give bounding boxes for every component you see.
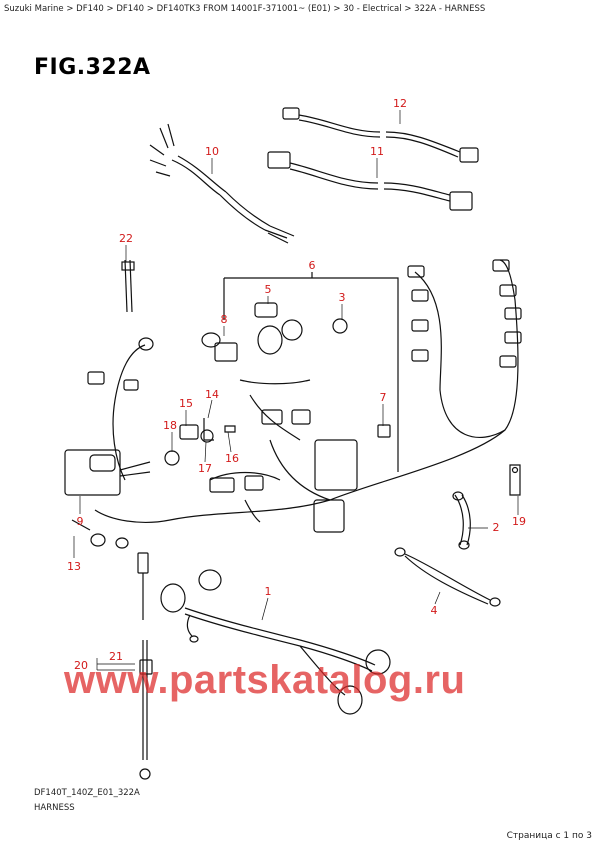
diagram-drawing [64,107,522,780]
part-11-harness[interactable] [267,151,473,211]
callout-15[interactable]: 15 [179,397,193,410]
breadcrumb-item-brand[interactable]: Suzuki Marine [4,4,64,14]
callout-16[interactable]: 16 [225,452,239,465]
callout-2[interactable]: 2 [493,521,500,534]
part-10-harness[interactable] [149,123,295,244]
callout-10[interactable]: 10 [205,145,219,158]
callout-14[interactable]: 14 [205,388,219,401]
breadcrumb-item-submodel[interactable]: DF140 [116,4,145,14]
breadcrumb-item-group[interactable]: 30 - Electrical [343,4,402,14]
callout-22[interactable]: 22 [119,232,133,245]
callout-21[interactable]: 21 [109,650,123,663]
callout-20[interactable]: 20 [74,659,88,672]
callout-13[interactable]: 13 [67,560,81,573]
callout-7[interactable]: 7 [380,391,387,404]
callout-8[interactable]: 8 [221,313,228,326]
callout-11[interactable]: 11 [370,145,384,158]
callout-5[interactable]: 5 [265,283,272,296]
part-1-harness[interactable] [160,569,391,715]
figure-title: FIG.322A [34,55,151,80]
callout-4[interactable]: 4 [431,604,438,617]
callout-18[interactable]: 18 [163,419,177,432]
callout-6[interactable]: 6 [309,259,316,272]
figure-name: HARNESS [34,803,75,813]
watermark: www.partskatalog.ru [64,658,466,702]
part-6-bracket [223,272,399,472]
callout-12[interactable]: 12 [393,97,407,110]
part-2-strap[interactable] [452,491,471,550]
part-22-clip[interactable] [121,259,135,313]
figure-code: DF140T_140Z_E01_322A [34,788,140,798]
part-20-21-lead[interactable] [137,552,153,780]
leader-lines [73,110,519,671]
breadcrumb-item-current: 322A - HARNESS [414,4,486,14]
callout-3[interactable]: 3 [339,291,346,304]
callout-9[interactable]: 9 [77,515,84,528]
left-components[interactable] [64,337,154,549]
callout-19[interactable]: 19 [512,515,526,528]
breadcrumb-item-variant[interactable]: DF140TK3 FROM 14001F-371001~ (E01) [156,4,331,14]
part-12-harness[interactable] [282,107,479,163]
part-4-ground-wires[interactable] [394,547,501,607]
callout-17[interactable]: 17 [198,462,212,475]
callouts: 1 2 3 4 5 6 7 8 9 10 11 12 13 14 15 16 1… [67,97,526,672]
page-indicator: Страница с 1 по 3 [506,831,592,841]
center-components[interactable] [164,302,391,523]
breadcrumb: Suzuki Marine > DF140 > DF140 > DF140TK3… [4,4,486,14]
callout-1[interactable]: 1 [265,585,272,598]
part-19-bracket[interactable] [509,464,521,496]
breadcrumb-item-model[interactable]: DF140 [76,4,104,14]
main-harness[interactable] [94,259,522,533]
